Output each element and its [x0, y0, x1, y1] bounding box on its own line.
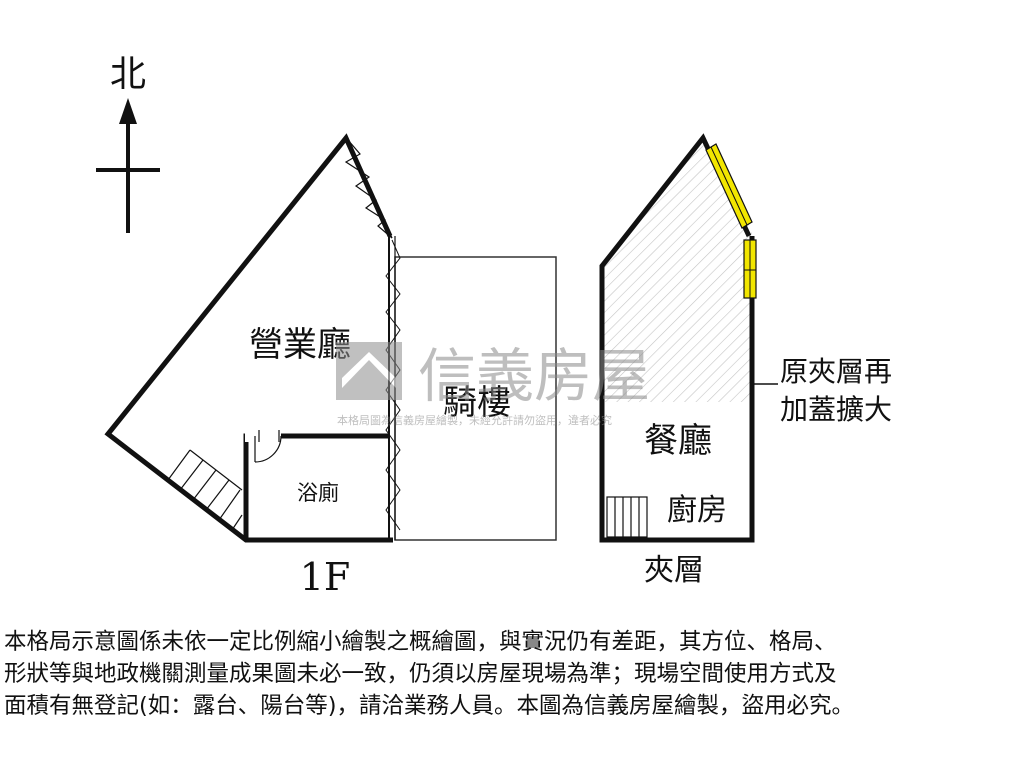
watermark: 信義房屋 本格局圖為信義房屋繪製，未經允許請勿盜用，違者必究: [336, 342, 650, 427]
floor-1-label: 1F: [300, 555, 351, 599]
annotation-line-2: 加蓋擴大: [780, 393, 892, 426]
disclaimer-text: 本格局示意圖係未依一定比例縮小繪製之概繪圖，與實況仍有差距，其方位、格局、 形狀…: [4, 626, 1020, 722]
compass: 北: [96, 54, 160, 233]
disclaimer-line-1: 本格局示意圖係未依一定比例縮小繪製之概繪圖，與實況仍有差距，其方位、格局、: [4, 629, 837, 655]
mezzanine-plan: 餐廳 廚房 夾層 原夾層再 加蓋擴大: [599, 133, 892, 588]
annotation-line-1: 原夾層再: [780, 355, 892, 388]
mezzanine-floor-label: 夾層: [644, 553, 704, 588]
room-arcade-label: 騎樓: [443, 383, 511, 423]
mezzanine-stairs-icon: [606, 496, 648, 538]
addition-area-hatch: [602, 140, 752, 402]
bathroom-door-icon: [254, 430, 282, 463]
room-business-hall-label: 營業廳: [249, 325, 351, 365]
window-highlight-diagonal: [705, 143, 753, 229]
room-dining-label: 餐廳: [644, 421, 712, 461]
watermark-subtext: 本格局圖為信義房屋繪製，未經允許請勿盜用，違者必究: [337, 413, 612, 427]
north-label: 北: [110, 54, 146, 95]
floor-1-outer-wall: [104, 133, 393, 543]
stairs-icon: [167, 449, 243, 531]
room-bathroom-label: 浴廁: [297, 481, 339, 505]
disclaimer-line-3: 面積有無登記(如：露台、陽台等)，請洽業務人員。本圖為信義房屋繪製，盜用必究。: [4, 693, 855, 719]
floor-plan: 北: [96, 54, 892, 599]
window-highlight-east: [743, 239, 757, 299]
floor-1-plan: 營業廳 浴廁 騎樓 1F: [104, 133, 557, 599]
north-arrow-icon: [119, 98, 137, 124]
watermark-brand: 信義房屋: [418, 342, 650, 410]
diagonal-window: [344, 139, 393, 239]
room-kitchen-label: 廚房: [667, 493, 727, 528]
disclaimer-line-2: 形狀等與地政機關測量成果圖未必一致，仍須以房屋現場為準；現場空間使用方式及: [4, 661, 837, 687]
brand-logo-icon: [336, 342, 402, 400]
